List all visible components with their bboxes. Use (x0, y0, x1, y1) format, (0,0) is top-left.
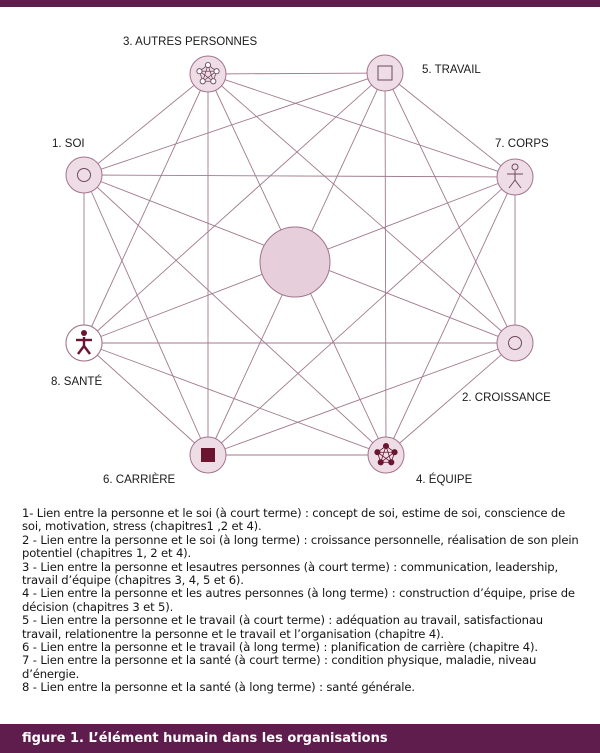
edge-travail-equipe (384, 72, 387, 456)
edge-travail-sante (83, 72, 386, 344)
node-carriere (189, 436, 227, 474)
person-outline-icon (507, 163, 523, 189)
label-carriere: 6. CARRIÈRE (103, 473, 176, 486)
person-filled-icon (65, 324, 103, 362)
edge-autres-travail (207, 72, 386, 75)
edge-soi-corps (83, 174, 516, 178)
edge-corps-equipe (385, 176, 516, 456)
node-equipe (367, 436, 405, 474)
legend-item: 2 - Lien entre la personne et le soi (à … (22, 532, 579, 561)
label-corps: 7. CORPS (495, 138, 549, 150)
node-sante (65, 324, 103, 362)
edge-carriere-sante (83, 342, 209, 456)
label-sante: 8. SANTÉ (51, 375, 102, 388)
node-autres (189, 55, 227, 93)
node-corps (496, 158, 534, 196)
legend-item: 8 - Lien entre la personne et la santé (… (22, 680, 415, 695)
edge-travail-croissance (384, 72, 516, 344)
circle-outline-icon (77, 168, 91, 182)
top-accent-bar (0, 0, 600, 7)
legend-item: 6 - Lien entre la personne et le travail… (22, 640, 538, 655)
edge-travail-corps (384, 72, 516, 178)
edge-soi-carriere (83, 174, 209, 456)
node-travail (366, 54, 404, 92)
edge-autres-sante (83, 73, 209, 344)
label-travail: 5. TRAVAIL (422, 64, 481, 76)
center-circle (259, 226, 331, 298)
edge-soi-travail (83, 72, 386, 176)
network-filled-icon (374, 442, 398, 466)
legend: 1- Lien entre la personne et le soi (à c… (22, 506, 582, 695)
edge-croissance-equipe (385, 342, 516, 456)
edge-soi-equipe (83, 174, 387, 456)
legend-item: 1- Lien entre la personne et le soi (à c… (22, 506, 566, 534)
edge-equipe-sante (83, 342, 387, 456)
edge-corps-carriere (207, 176, 516, 456)
edge-autres-corps (207, 73, 516, 178)
legend-item: 5 - Lien entre la personne et le travail… (22, 613, 543, 641)
edge-autres-croissance (207, 73, 516, 344)
square-filled-icon (201, 448, 215, 462)
label-soi: 1. SOI (52, 138, 85, 150)
square-outline-icon (377, 65, 393, 81)
figure-caption: figure 1. L’élément humain dans les orga… (22, 731, 388, 746)
diagram-labels: 1. SOI 2. CROISSANCE 3. AUTRES PERSONNES… (51, 36, 551, 486)
circle-outline-icon (508, 336, 522, 350)
legend-item: 3 - Lien entre la personne et lesautres … (22, 559, 559, 588)
network-outline-icon (196, 61, 220, 85)
edge-croissance-carriere (207, 342, 516, 456)
label-equipe: 4. ÉQUIPE (416, 473, 473, 486)
node-soi (65, 156, 103, 194)
legend-item: 7 - Lien entre la personne et la santé (… (22, 653, 537, 681)
diagram-nodes (65, 54, 534, 474)
node-croissance (496, 324, 534, 362)
legend-item: 4 - Lien entre la personne et les autres… (22, 586, 575, 614)
edge-soi-autres (83, 73, 209, 176)
human-element-diagram: 1. SOI 2. CROISSANCE 3. AUTRES PERSONNES… (51, 36, 551, 486)
label-autres: 3. AUTRES PERSONNES (123, 36, 258, 48)
label-croissance: 2. CROISSANCE (462, 392, 551, 404)
figure-caption-bar: figure 1. L’élément humain dans les orga… (0, 724, 600, 753)
